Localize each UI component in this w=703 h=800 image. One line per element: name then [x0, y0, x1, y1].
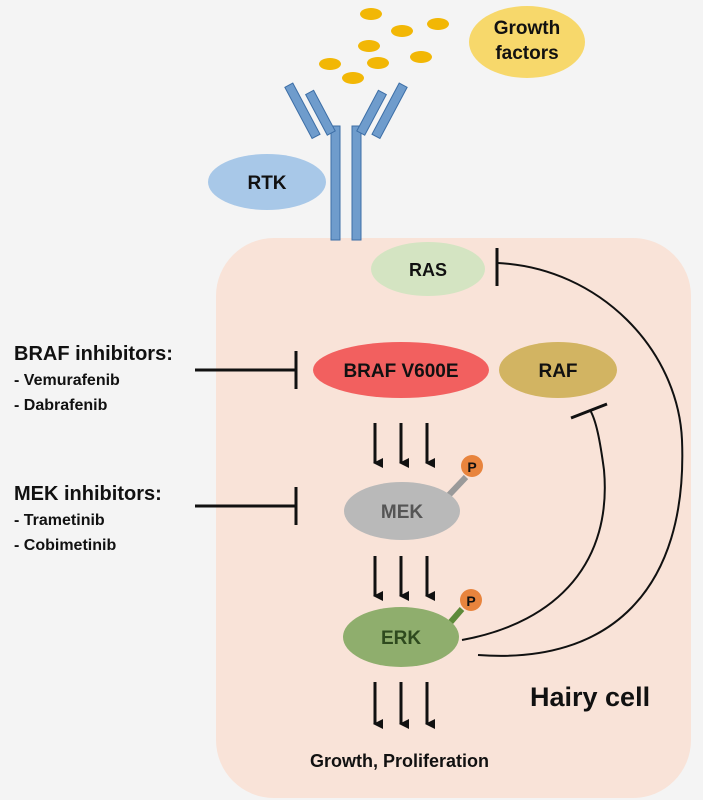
- arrows-mek-to-erk: [373, 556, 435, 601]
- braf-inhibitors-title: BRAF inhibitors:: [14, 343, 173, 365]
- rtk-label: RTK: [247, 173, 286, 194]
- arrows-braf-to-mek: [373, 423, 435, 468]
- mek-phospho-link: [445, 474, 469, 499]
- receptor-arm-right-outer: [371, 82, 408, 140]
- mek-inhibition-line: [195, 487, 298, 525]
- erk-node: ERK P: [343, 589, 482, 667]
- receptor-stem-left: [330, 125, 341, 241]
- ligand-dot: [427, 18, 449, 30]
- ligand-dot: [391, 25, 413, 37]
- receptor-arm-left-inner: [304, 89, 336, 136]
- braf-inhibitor-item: - Vemurafenib: [14, 372, 120, 389]
- raf-label: RAF: [538, 361, 577, 382]
- ligand-dot: [358, 40, 380, 52]
- receptor-stem-right: [351, 125, 362, 241]
- mek-label: MEK: [381, 502, 424, 523]
- ras-label: RAS: [409, 260, 447, 280]
- mek-inhibitor-item: - Trametinib: [14, 512, 105, 529]
- feedback-curve-ras: [477, 262, 684, 657]
- mek-node: MEK P: [344, 455, 483, 540]
- ras-node: RAS: [371, 242, 485, 296]
- arrows-erk-to-output: [373, 682, 435, 729]
- braf-v600e-label: BRAF V600E: [343, 361, 458, 382]
- erk-phospho-link: [446, 607, 465, 626]
- phospho-label-erk: P: [466, 593, 475, 609]
- feedback-curve-raf: [461, 409, 606, 641]
- growth-factor-ligands: [319, 8, 449, 84]
- receptor-arm-right-inner: [356, 89, 388, 136]
- erk-label: ERK: [381, 628, 421, 649]
- phospho-badge-erk: [460, 589, 482, 611]
- mek-inhibitor-item: - Cobimetinib: [14, 537, 117, 554]
- output-label: Growth, Proliferation: [310, 751, 490, 771]
- ligand-dot: [367, 57, 389, 69]
- feedback-bar-raf: [570, 402, 608, 420]
- receptor-arm-left-outer: [284, 82, 321, 140]
- feedback-erk-to-raf: [461, 402, 608, 641]
- ligand-dot: [360, 8, 382, 20]
- growth-factors-label-line1: Growth: [494, 18, 561, 39]
- ligand-dot: [410, 51, 432, 63]
- growth-factors-label-line2: factors: [495, 43, 558, 64]
- braf-v600e-node: BRAF V600E: [313, 342, 489, 398]
- rtk-receptor: [284, 82, 408, 241]
- phospho-label-mek: P: [467, 459, 476, 475]
- braf-inhibition-line: [195, 351, 298, 389]
- rtk-node: RTK: [208, 154, 326, 210]
- mek-inhibitors-title: MEK inhibitors:: [14, 483, 162, 505]
- feedback-erk-to-ras: [477, 248, 684, 657]
- phospho-badge-mek: [461, 455, 483, 477]
- braf-inhibitor-item: - Dabrafenib: [14, 397, 108, 414]
- growth-factors-node: Growth factors: [469, 6, 585, 78]
- ligand-dot: [342, 72, 364, 84]
- ligand-dot: [319, 58, 341, 70]
- cell-title: Hairy cell: [530, 682, 651, 712]
- raf-node: RAF: [499, 342, 617, 398]
